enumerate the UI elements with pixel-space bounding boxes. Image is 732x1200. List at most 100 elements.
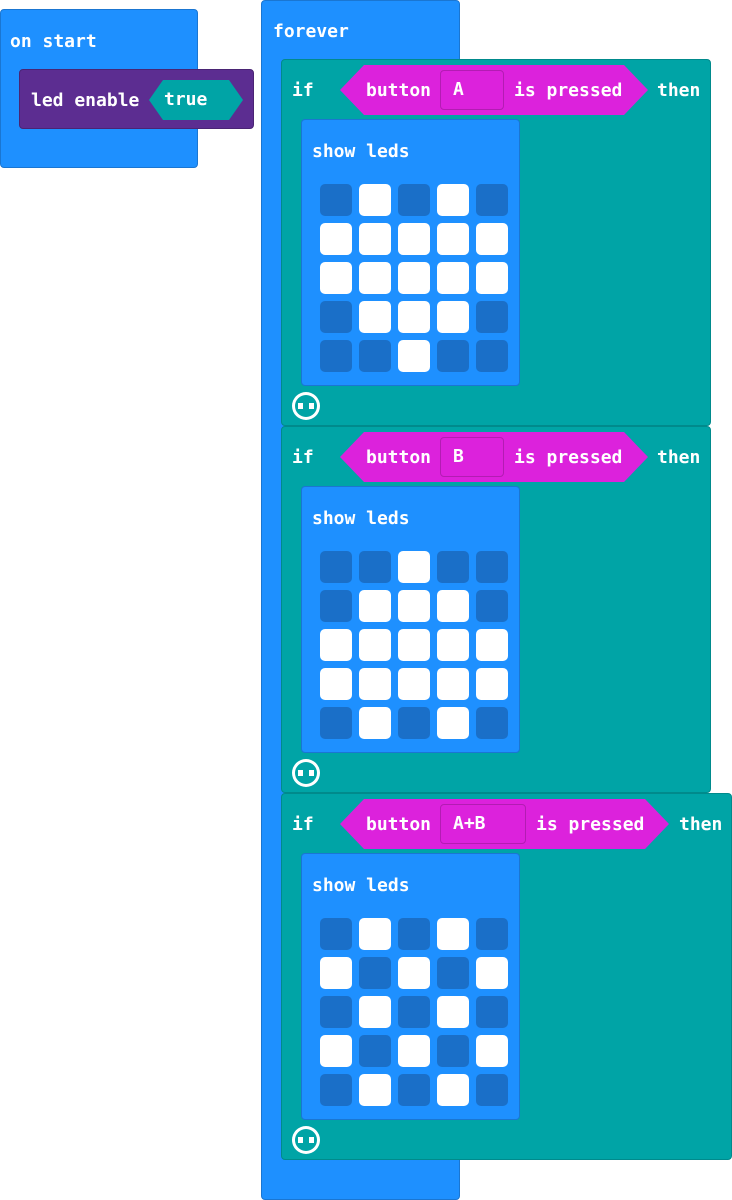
led-off[interactable] [320, 551, 352, 583]
led-off[interactable] [476, 996, 508, 1028]
led-off[interactable] [476, 1074, 508, 1106]
button-dropdown-b[interactable]: B [440, 437, 504, 477]
led-off[interactable] [398, 918, 430, 950]
led-on[interactable] [476, 629, 508, 661]
led-off[interactable] [398, 184, 430, 216]
led-off[interactable] [476, 590, 508, 622]
led-on[interactable] [476, 1035, 508, 1067]
led-on[interactable] [320, 629, 352, 661]
then-label: then [679, 814, 723, 835]
led-on[interactable] [359, 262, 391, 294]
button-dropdown-a[interactable]: A [440, 70, 504, 110]
led-off[interactable] [359, 957, 391, 989]
led-on[interactable] [398, 262, 430, 294]
led-off[interactable] [476, 918, 508, 950]
led-on[interactable] [476, 957, 508, 989]
led-enable-label: led enable [31, 90, 140, 111]
add-else-icon[interactable] [292, 759, 320, 787]
led-off[interactable] [437, 957, 469, 989]
button-dropdown-ab[interactable]: A+B [440, 804, 526, 844]
led-on[interactable] [320, 957, 352, 989]
led-on[interactable] [359, 184, 391, 216]
led-off[interactable] [359, 551, 391, 583]
led-on[interactable] [437, 262, 469, 294]
led-enable-value: true [164, 89, 208, 110]
led-on[interactable] [359, 668, 391, 700]
led-on[interactable] [359, 590, 391, 622]
led-on[interactable] [359, 996, 391, 1028]
led-off[interactable] [398, 707, 430, 739]
led-off[interactable] [320, 1074, 352, 1106]
add-else-icon[interactable] [292, 392, 320, 420]
led-on[interactable] [437, 629, 469, 661]
led-on[interactable] [359, 1074, 391, 1106]
show-leds-label: show leds [312, 141, 410, 162]
led-off[interactable] [320, 590, 352, 622]
led-on[interactable] [476, 223, 508, 255]
led-on[interactable] [398, 551, 430, 583]
button-label: button [366, 80, 432, 101]
led-on[interactable] [437, 1074, 469, 1106]
led-on[interactable] [437, 918, 469, 950]
show-leds-block-ab[interactable]: show leds [301, 853, 520, 1120]
led-grid-a[interactable] [320, 184, 508, 372]
led-off[interactable] [320, 301, 352, 333]
led-on[interactable] [476, 668, 508, 700]
led-on[interactable] [398, 957, 430, 989]
led-on[interactable] [359, 707, 391, 739]
led-on[interactable] [476, 262, 508, 294]
led-on[interactable] [437, 301, 469, 333]
if-label: if [292, 447, 314, 468]
led-off[interactable] [476, 184, 508, 216]
button-pressed-condition-ab[interactable]: button A+B is pressed [340, 799, 669, 849]
led-on[interactable] [359, 918, 391, 950]
led-on[interactable] [359, 629, 391, 661]
led-on[interactable] [437, 223, 469, 255]
led-off[interactable] [359, 1035, 391, 1067]
led-off[interactable] [398, 996, 430, 1028]
button-label: button [366, 447, 432, 468]
led-enable-block[interactable]: led enable true [19, 69, 254, 129]
led-on[interactable] [437, 707, 469, 739]
led-off[interactable] [476, 301, 508, 333]
led-off[interactable] [437, 340, 469, 372]
show-leds-block-b[interactable]: show leds [301, 486, 520, 753]
led-on[interactable] [437, 184, 469, 216]
led-grid-b[interactable] [320, 551, 508, 739]
led-on[interactable] [437, 996, 469, 1028]
led-off[interactable] [320, 996, 352, 1028]
led-grid-ab[interactable] [320, 918, 508, 1106]
led-on[interactable] [398, 1035, 430, 1067]
led-on[interactable] [437, 590, 469, 622]
led-on[interactable] [320, 1035, 352, 1067]
button-pressed-condition-b[interactable]: button B is pressed [340, 432, 648, 482]
button-pressed-condition-a[interactable]: button A is pressed [340, 65, 648, 115]
led-enable-value-input[interactable]: true [149, 80, 243, 120]
led-on[interactable] [359, 223, 391, 255]
led-on[interactable] [398, 340, 430, 372]
led-off[interactable] [398, 1074, 430, 1106]
led-on[interactable] [359, 301, 391, 333]
led-off[interactable] [320, 707, 352, 739]
led-on[interactable] [320, 262, 352, 294]
led-off[interactable] [359, 340, 391, 372]
led-off[interactable] [476, 551, 508, 583]
led-on[interactable] [398, 301, 430, 333]
show-leds-block-a[interactable]: show leds [301, 119, 520, 386]
led-on[interactable] [320, 223, 352, 255]
led-on[interactable] [320, 668, 352, 700]
led-off[interactable] [476, 707, 508, 739]
add-else-icon[interactable] [292, 1126, 320, 1154]
led-off[interactable] [437, 551, 469, 583]
led-off[interactable] [320, 918, 352, 950]
led-on[interactable] [398, 590, 430, 622]
led-off[interactable] [437, 1035, 469, 1067]
led-on[interactable] [398, 223, 430, 255]
led-on[interactable] [398, 668, 430, 700]
led-on[interactable] [398, 629, 430, 661]
led-off[interactable] [320, 340, 352, 372]
led-off[interactable] [320, 184, 352, 216]
led-off[interactable] [476, 340, 508, 372]
is-pressed-label: is pressed [514, 447, 623, 468]
led-on[interactable] [437, 668, 469, 700]
